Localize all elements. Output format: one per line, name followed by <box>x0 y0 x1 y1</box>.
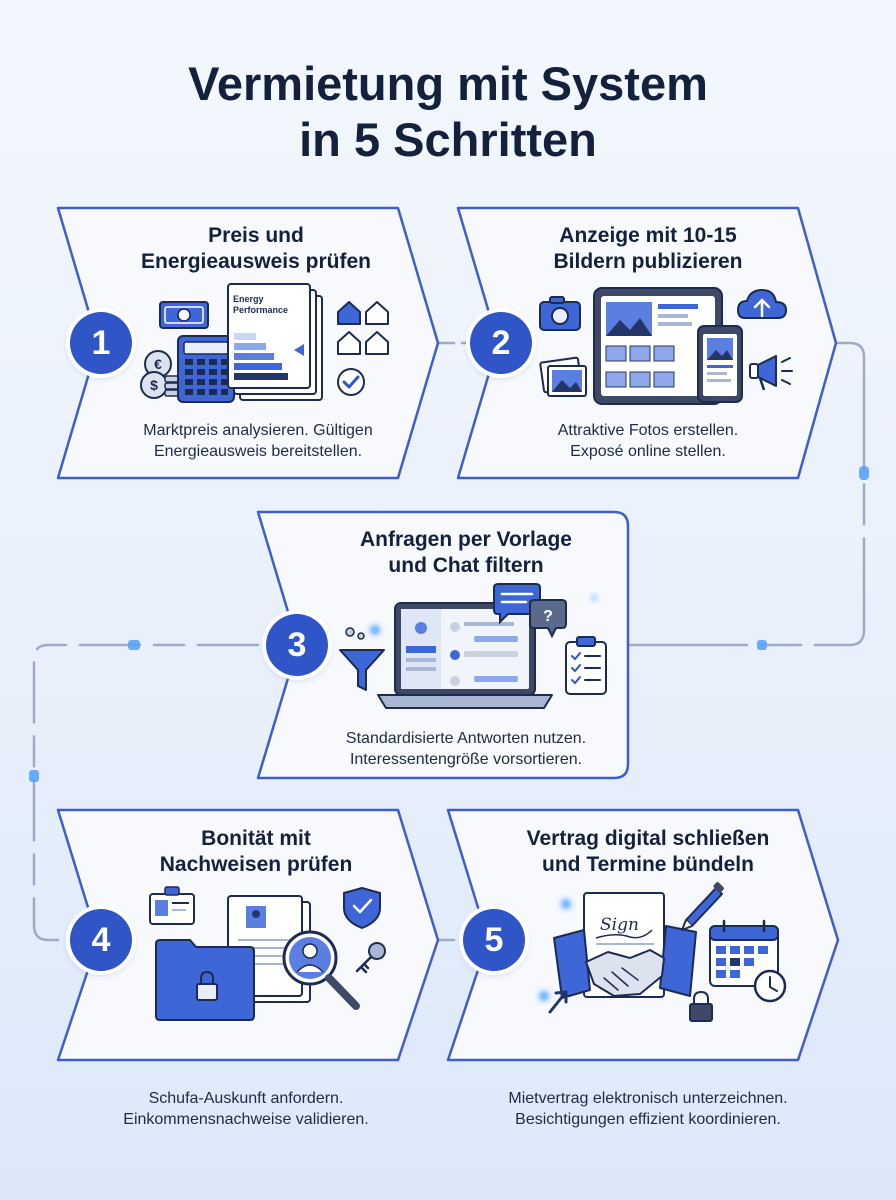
banknote-icon <box>159 301 209 329</box>
step-5-title-line-1: Vertrag digital schließen <box>526 827 770 850</box>
doc-label-energy: Energy <box>233 294 264 304</box>
step-3-description-line-2: Interessentengröße vorsortieren. <box>349 751 583 768</box>
smartphone-icon <box>697 325 743 403</box>
step-5-title: Vertrag digital schließen und Termine bü… <box>488 826 808 878</box>
calculator-icon <box>177 335 235 403</box>
funnel-icon <box>339 627 385 691</box>
connector-glows <box>29 466 869 782</box>
step-5-title-line-2: und Termine bündeln <box>542 853 754 876</box>
step-3-number: 3 <box>266 614 328 676</box>
signature-text: Sign <box>600 915 639 935</box>
houses-icon <box>337 301 389 355</box>
locked-folder-icon <box>155 939 255 1021</box>
svg-text:$: $ <box>150 377 158 393</box>
step-4-title: Bonität mit Nachweisen prüfen <box>108 826 404 878</box>
step-5-description-line-1: Mietvertrag elektronisch unterzeichnen. <box>508 1090 788 1107</box>
id-badge-icon <box>149 886 195 925</box>
svg-text:?: ? <box>543 608 553 625</box>
step-5-number: 5 <box>463 909 525 971</box>
pen-icon <box>681 882 724 931</box>
step-4-description-line-1: Schufa-Auskunft anfordern. <box>148 1090 344 1107</box>
question-bubble-icon: ? <box>529 599 567 639</box>
shield-check-icon <box>343 887 381 929</box>
step-2-title: Anzeige mit 10-15 Bildern publizieren <box>498 223 798 275</box>
step-2-description-line-2: Exposé online stellen. <box>570 443 726 460</box>
cloud-upload-icon <box>736 288 788 319</box>
step-2-title-line-2: Bildern publizieren <box>553 250 743 273</box>
connector-glow-dot <box>29 770 39 782</box>
step-3-description: Standardisierte Antworten nutzen. Intere… <box>308 728 624 770</box>
megaphone-icon <box>749 355 793 391</box>
magnifier-person-icon <box>282 930 360 1010</box>
step-1-title-line-1: Preis und <box>208 224 304 247</box>
step-1-description-line-1: Marktpreis analysieren. Gültigen <box>143 422 373 439</box>
step-5-description: Mietvertrag elektronisch unterzeichnen. … <box>458 1088 838 1130</box>
energy-certificate-icon: Energy Performance <box>227 283 323 401</box>
checkmark-icon <box>337 368 365 396</box>
step-4-number: 4 <box>70 909 132 971</box>
title-line-1: Vermietung mit System <box>188 57 708 110</box>
handshake-icon <box>553 925 697 999</box>
connector-glow-dot <box>859 466 869 480</box>
step-1-title-line-2: Energieausweis prüfen <box>141 250 371 273</box>
photos-icon <box>539 356 587 397</box>
padlock-icon <box>689 990 713 1022</box>
step-2-description: Attraktive Fotos erstellen. Exposé onlin… <box>498 420 798 462</box>
svg-text:€: € <box>154 356 162 372</box>
tablet-icon <box>593 287 723 405</box>
glow-dots-step3 <box>370 595 597 635</box>
title-line-2: in 5 Schritten <box>299 113 597 166</box>
step-1-description-line-2: Energieausweis bereitstellen. <box>153 443 363 460</box>
laptop-icon <box>377 602 553 709</box>
camera-icon <box>539 296 581 331</box>
step-4-description-line-2: Einkommensnachweise validieren. <box>123 1111 369 1128</box>
step-5-description-line-2: Besichtigungen effizient koordinieren. <box>515 1111 781 1128</box>
connector-3-4 <box>32 643 260 942</box>
step-4-title-line-2: Nachweisen prüfen <box>159 853 353 876</box>
connector-glow-dot <box>757 640 767 650</box>
doc-label-performance: Performance <box>233 305 288 315</box>
step-3-title-line-2: und Chat filtern <box>388 554 544 577</box>
connector-2-3 <box>626 341 866 647</box>
connector-glow-dot <box>128 640 140 650</box>
step-1-number: 1 <box>70 312 132 374</box>
page-title: Vermietung mit System in 5 Schritten <box>0 56 896 168</box>
step-4-title-line-1: Bonität mit <box>201 827 311 850</box>
glow-dots-step5 <box>539 899 571 1001</box>
step-2-number: 2 <box>470 312 532 374</box>
key-icon <box>355 942 386 974</box>
step-3-title: Anfragen per Vorlage und Chat filtern <box>318 527 614 579</box>
step-1-description: Marktpreis analysieren. Gültigen Energie… <box>108 420 408 462</box>
step-3-title-line-1: Anfragen per Vorlage <box>360 528 572 551</box>
calendar-clock-icon <box>709 919 787 1003</box>
step-1-title: Preis und Energieausweis prüfen <box>108 223 404 275</box>
step-2-title-line-1: Anzeige mit 10-15 <box>559 224 737 247</box>
step-3-description-line-1: Standardisierte Antworten nutzen. <box>345 730 587 747</box>
step-4-description: Schufa-Auskunft anfordern. Einkommensnac… <box>76 1088 416 1130</box>
cursor-icon <box>548 990 568 1014</box>
clipboard-checklist-icon <box>565 636 607 695</box>
step-2-description-line-1: Attraktive Fotos erstellen. <box>557 422 739 439</box>
